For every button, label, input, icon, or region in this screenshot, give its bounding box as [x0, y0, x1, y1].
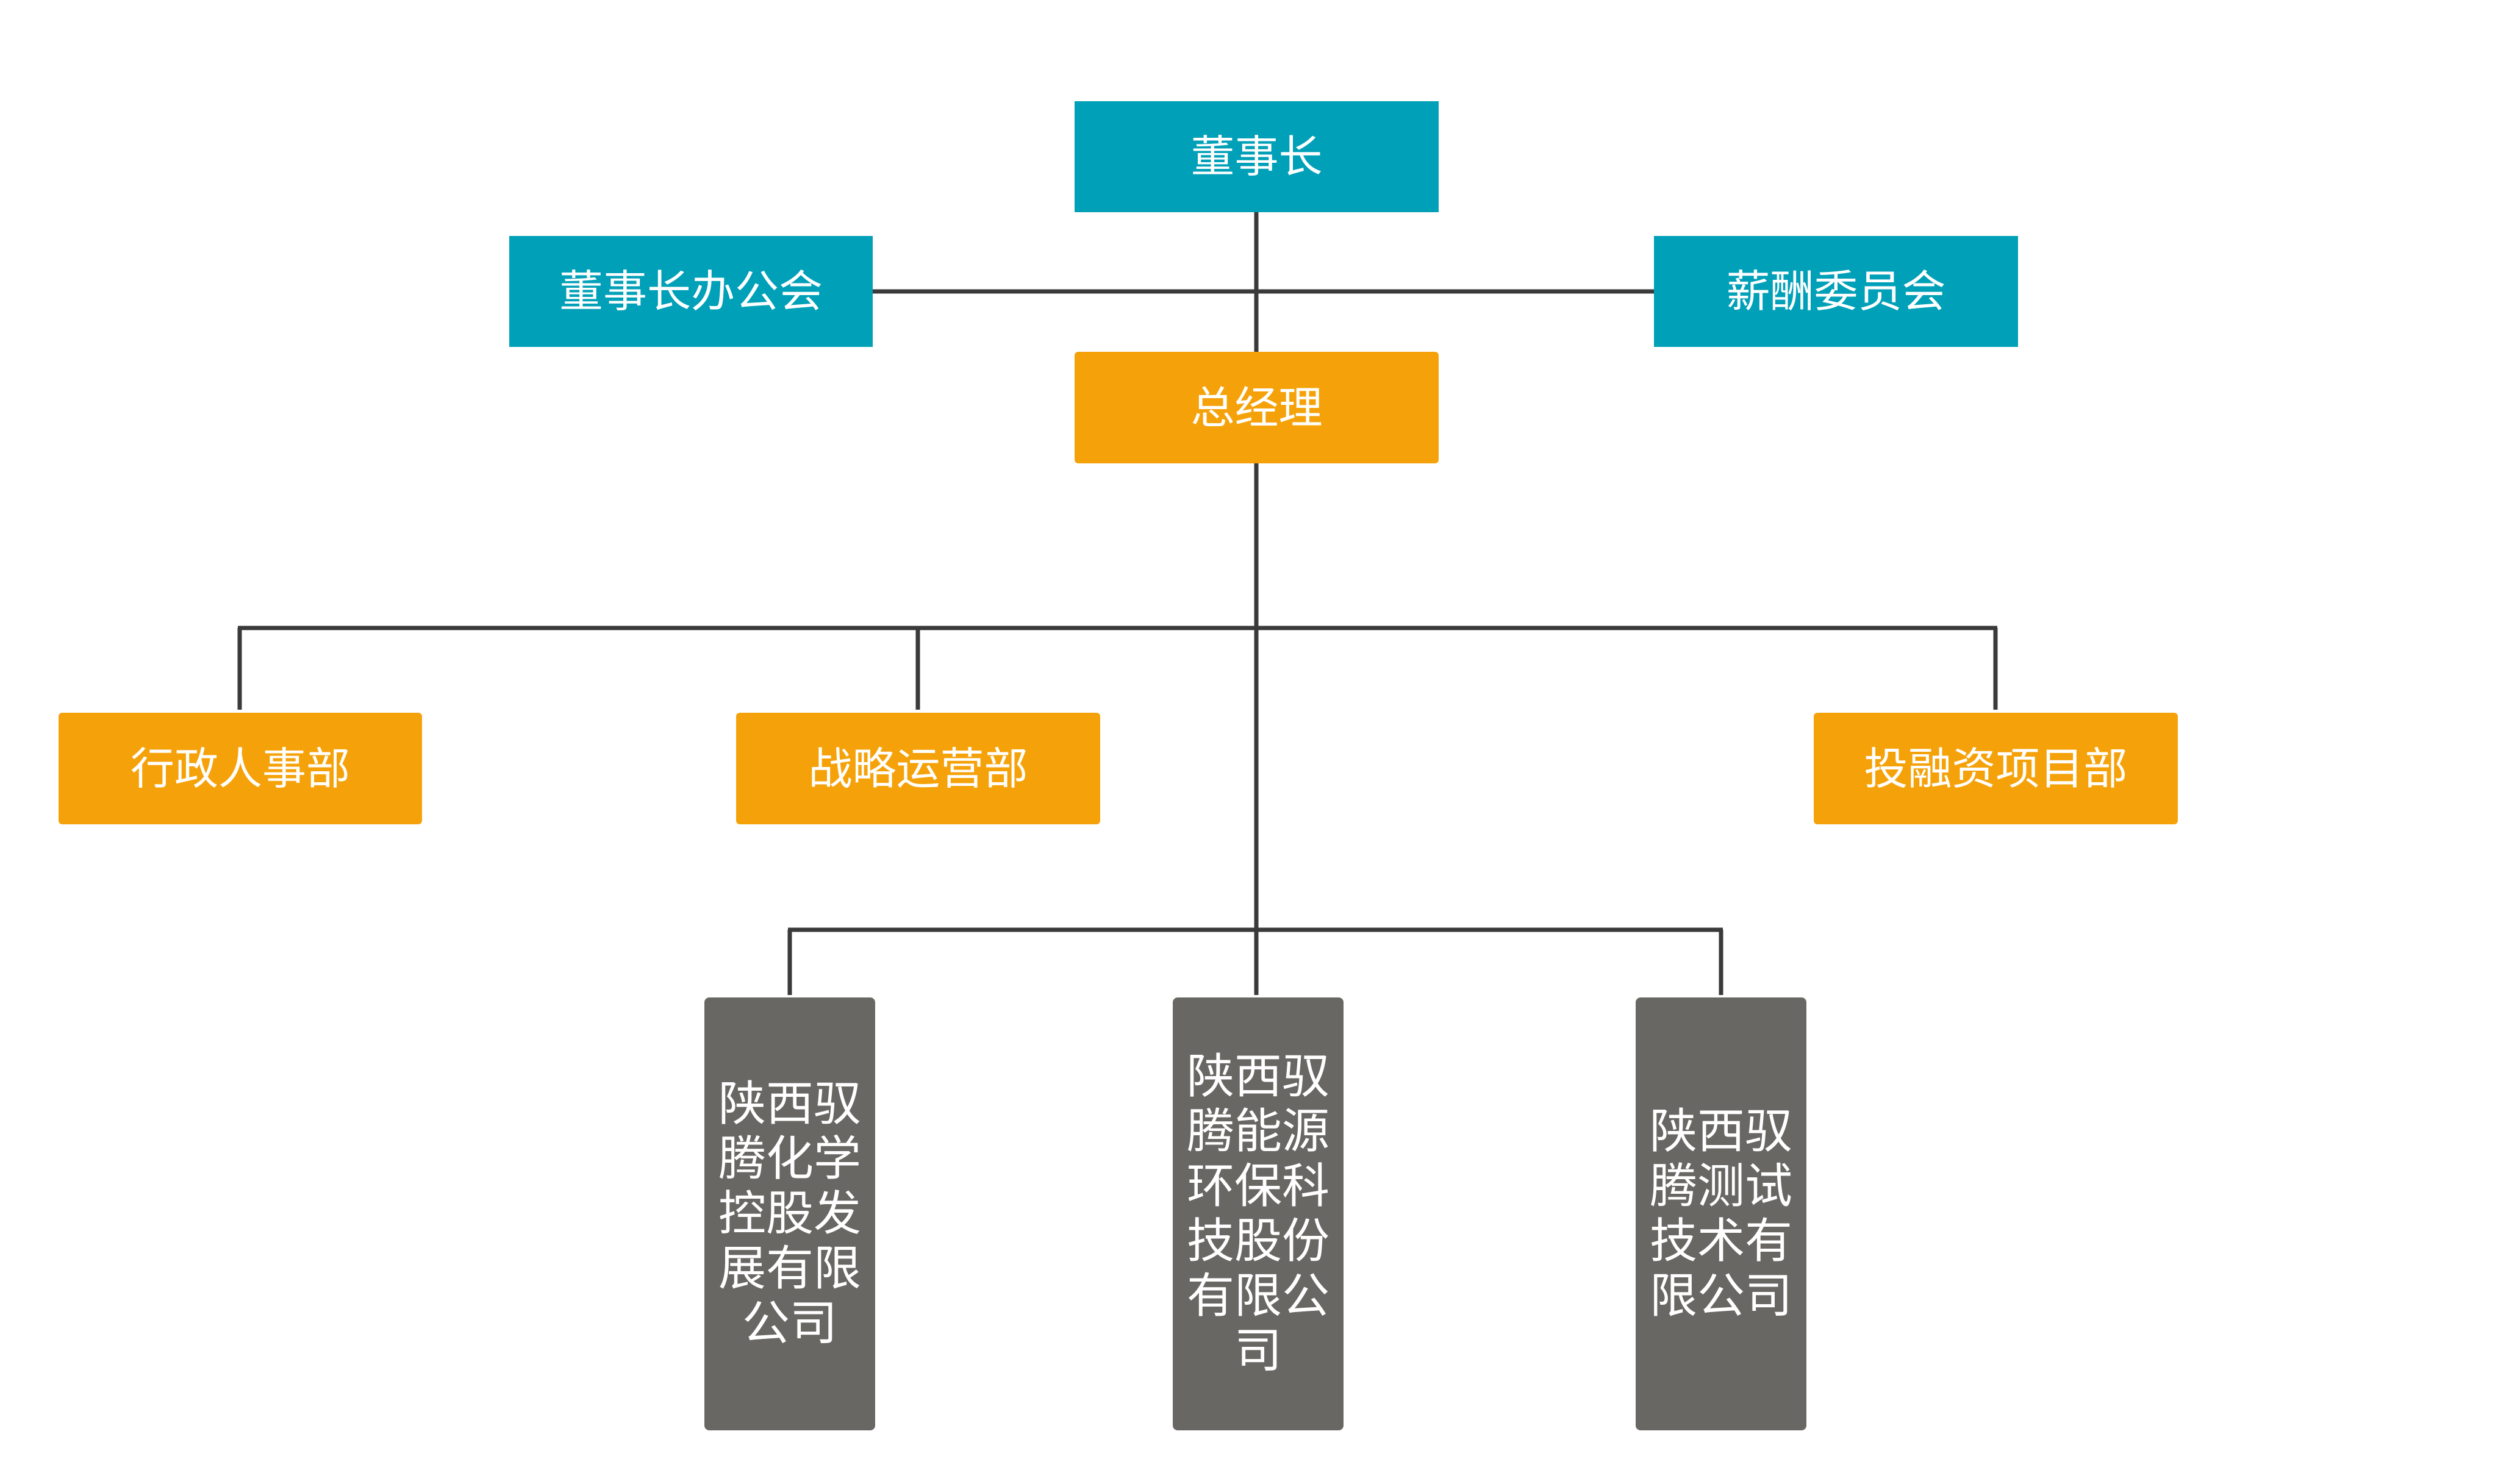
node-subsidiary-energy: 陕西驭腾能源环保科技股份有限公司 — [1173, 997, 1344, 1430]
node-subsidiary-testing-label: 陕西驭腾测试技术有限公司 — [1649, 1104, 1792, 1324]
node-salary-committee: 薪酬委员会 — [1654, 236, 2018, 347]
node-strategy-ops-label: 战略运营部 — [808, 743, 1028, 794]
node-investment: 投融资项目部 — [1814, 713, 2178, 824]
node-chairman-office-label: 董事长办公会 — [559, 266, 823, 317]
node-subsidiary-chemical: 陕西驭腾化学控股发展有限公司 — [704, 997, 875, 1430]
node-strategy-ops: 战略运营部 — [736, 713, 1100, 824]
node-chairman-office: 董事长办公会 — [509, 236, 873, 347]
node-subsidiary-chemical-label: 陕西驭腾化学控股发展有限公司 — [718, 1077, 861, 1351]
node-admin-hr-label: 行政人事部 — [130, 743, 350, 794]
node-subsidiary-energy-label: 陕西驭腾能源环保科技股份有限公司 — [1186, 1049, 1330, 1379]
node-general-manager: 总经理 — [1075, 352, 1439, 463]
node-chairman-label: 董事长 — [1190, 131, 1323, 182]
node-general-manager-label: 总经理 — [1190, 382, 1323, 433]
node-salary-committee-label: 薪酬委员会 — [1726, 266, 1946, 317]
node-admin-hr: 行政人事部 — [59, 713, 422, 824]
node-investment-label: 投融资项目部 — [1864, 743, 2128, 794]
node-subsidiary-testing: 陕西驭腾测试技术有限公司 — [1636, 997, 1806, 1430]
node-chairman: 董事长 — [1075, 101, 1439, 212]
